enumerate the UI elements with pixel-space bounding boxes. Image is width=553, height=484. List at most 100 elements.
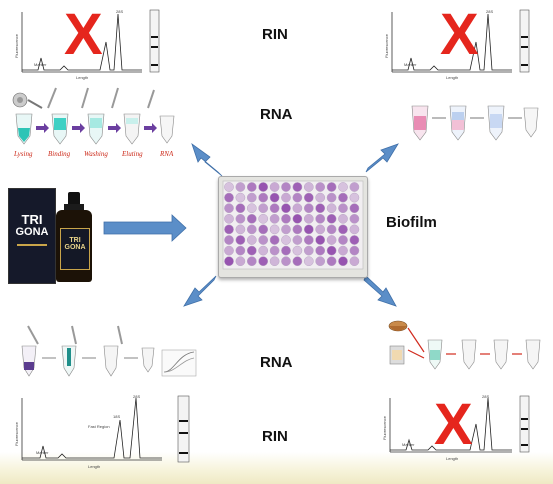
well xyxy=(303,213,314,224)
well xyxy=(235,213,246,224)
bottom-band xyxy=(0,452,553,484)
rna-label-top: RNA xyxy=(260,106,293,123)
rin-label-top: RIN xyxy=(262,26,288,43)
well xyxy=(224,213,234,224)
well xyxy=(315,213,326,224)
well xyxy=(224,203,234,214)
x-axis-label: Length xyxy=(446,75,458,80)
arrow-product-to-plate xyxy=(103,214,187,242)
well xyxy=(338,235,348,245)
x-axis-label: Length xyxy=(76,75,88,80)
well xyxy=(224,256,234,267)
brand-line-1: TRI xyxy=(21,212,43,227)
well xyxy=(326,256,337,267)
well xyxy=(258,224,269,235)
well xyxy=(326,182,337,192)
well xyxy=(338,224,348,235)
peak-28s-label: 28S xyxy=(482,394,489,399)
well xyxy=(303,256,314,267)
well xyxy=(246,235,257,245)
peak-28s-label: 28S xyxy=(116,9,123,14)
well xyxy=(235,245,246,256)
peak-18s-label: 18S xyxy=(113,414,120,419)
well xyxy=(235,224,246,235)
step-label-rna: RNA xyxy=(159,150,174,158)
well xyxy=(281,224,291,235)
well xyxy=(235,192,246,203)
electropherogram-bottom-left: Fluorescence Length Marker Fast Region 1… xyxy=(14,394,190,469)
well xyxy=(303,245,314,256)
step-label-lysing: Lysing xyxy=(13,150,33,158)
well xyxy=(349,224,360,235)
well xyxy=(235,235,246,245)
y-axis-label: Fluorescence xyxy=(384,33,389,58)
well-grid xyxy=(222,180,364,270)
well xyxy=(269,245,280,256)
well xyxy=(338,213,348,224)
well xyxy=(349,182,360,192)
sample-prep-diagram xyxy=(388,320,541,370)
well xyxy=(326,203,337,214)
rna-label-bottom: RNA xyxy=(260,354,293,371)
well xyxy=(349,192,360,203)
well xyxy=(315,192,326,203)
well xyxy=(292,245,303,256)
rin-label-bottom: RIN xyxy=(262,428,288,445)
well xyxy=(338,203,348,214)
well xyxy=(349,203,360,214)
well xyxy=(269,224,280,235)
well xyxy=(235,203,246,214)
well xyxy=(292,182,303,192)
well xyxy=(269,256,280,267)
well xyxy=(315,182,326,192)
well xyxy=(326,192,337,203)
phase-separation-diagram xyxy=(411,105,539,141)
x-axis-label: Length xyxy=(446,456,458,461)
well xyxy=(269,182,280,192)
well xyxy=(315,245,326,256)
well xyxy=(303,224,314,235)
well xyxy=(269,192,280,203)
step-label-binding: Binding xyxy=(48,150,71,158)
well xyxy=(235,256,246,267)
arrow-to-bottom-right xyxy=(363,275,397,307)
well xyxy=(326,235,337,245)
well xyxy=(315,224,326,235)
well xyxy=(246,192,257,203)
well xyxy=(292,235,303,245)
well xyxy=(224,192,234,203)
well xyxy=(258,203,269,214)
fail-cross-bottom-right: X xyxy=(434,392,473,457)
well xyxy=(246,182,257,192)
electropherogram-top-left: Fluorescence Length Marker 28S xyxy=(14,9,160,80)
well xyxy=(349,245,360,256)
biofilm-well-plate xyxy=(218,176,368,278)
well xyxy=(303,235,314,245)
well xyxy=(292,224,303,235)
brand-line-2: GONA xyxy=(15,226,49,238)
well xyxy=(281,182,291,192)
well xyxy=(224,182,234,192)
well xyxy=(338,245,348,256)
well xyxy=(281,235,291,245)
peak-28s-label: 28S xyxy=(486,9,493,14)
well xyxy=(326,213,337,224)
well xyxy=(292,203,303,214)
marker-label: Marker xyxy=(34,62,47,67)
well xyxy=(281,213,291,224)
well xyxy=(224,245,234,256)
well xyxy=(224,235,234,245)
rna-extraction-kit-diagram: Lysing Binding Washing Eluting RNA xyxy=(12,87,175,158)
well xyxy=(246,245,257,256)
x-axis-label: Length xyxy=(88,464,100,469)
well xyxy=(326,245,337,256)
well xyxy=(281,245,291,256)
well xyxy=(269,203,280,214)
arrow-to-bottom-left xyxy=(183,275,217,307)
fail-cross-top-left: X xyxy=(64,2,103,67)
well xyxy=(338,192,348,203)
well xyxy=(315,203,326,214)
well xyxy=(349,213,360,224)
well xyxy=(303,192,314,203)
